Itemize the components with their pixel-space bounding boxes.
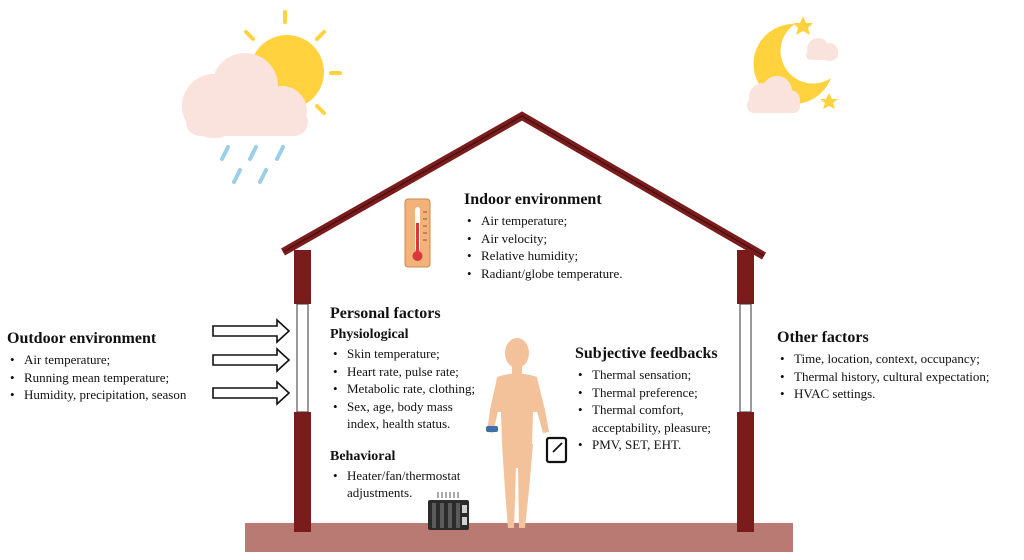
moon-stars-icon xyxy=(747,16,838,113)
subjective-feedbacks-list: Thermal sensation; Thermal preference; T… xyxy=(575,366,718,454)
list-item: Sex, age, body mass index, health status… xyxy=(330,398,475,433)
list-item: Metabolic rate, clothing; xyxy=(330,380,475,398)
outdoor-environment-panel: Outdoor environment Air temperature; Run… xyxy=(7,329,186,404)
arrow-icon xyxy=(212,318,291,344)
list-item: Thermal preference; xyxy=(575,384,718,402)
other-factors-list: Time, location, context, occupancy; Ther… xyxy=(777,350,990,403)
list-item: Relative humidity; xyxy=(464,247,623,265)
sun-cloud-rain-icon xyxy=(182,10,342,184)
personal-factors-title: Personal factors xyxy=(330,305,441,322)
indoor-environment-panel: Indoor environment Air temperature; Air … xyxy=(464,190,623,282)
list-item: HVAC settings. xyxy=(777,385,990,403)
arrow-icon xyxy=(212,347,291,373)
indoor-environment-list: Air temperature; Air velocity; Relative … xyxy=(464,212,623,282)
roof-outline xyxy=(282,115,765,257)
other-factors-title: Other factors xyxy=(777,329,869,346)
physiological-list: Skin temperature; Heart rate, pulse rate… xyxy=(330,345,475,433)
list-item: Air temperature; xyxy=(7,351,186,369)
list-item: PMV, SET, EHT. xyxy=(575,436,718,454)
outdoor-environment-list: Air temperature; Running mean temperatur… xyxy=(7,351,186,404)
tablet-icon xyxy=(545,436,568,464)
arrow-icon xyxy=(212,380,291,406)
behavioral-title: Behavioral xyxy=(330,448,396,464)
list-item: Thermal history, cultural expectation; xyxy=(777,368,990,386)
right-wall xyxy=(737,250,754,532)
behavioral-list: Heater/fan/thermostat adjustments. xyxy=(330,467,475,502)
subjective-feedbacks-title: Subjective feedbacks xyxy=(575,345,718,362)
thermometer-icon xyxy=(404,198,431,268)
heater-icon xyxy=(428,492,469,530)
outdoor-environment-title: Outdoor environment xyxy=(7,330,157,347)
physiological-title: Physiological xyxy=(330,327,409,342)
other-factors-panel: Other factors Time, location, context, o… xyxy=(777,328,990,403)
indoor-environment-title: Indoor environment xyxy=(464,191,602,208)
list-item: Heart rate, pulse rate; xyxy=(330,363,475,381)
list-item: Humidity, precipitation, season xyxy=(7,386,186,404)
personal-factors-panel: Personal factors Physiological Skin temp… xyxy=(330,304,475,502)
list-item: Skin temperature; xyxy=(330,345,475,363)
subjective-feedbacks-panel: Subjective feedbacks Thermal sensation; … xyxy=(575,344,718,454)
list-item: Time, location, context, occupancy; xyxy=(777,350,990,368)
person-icon xyxy=(487,338,549,528)
list-item: Thermal sensation; xyxy=(575,366,718,384)
left-wall xyxy=(294,250,311,532)
wrist-sensor-icon xyxy=(486,426,498,432)
list-item: Running mean temperature; xyxy=(7,369,186,387)
list-item: Radiant/globe temperature. xyxy=(464,265,623,283)
list-item: Heater/fan/thermostat adjustments. xyxy=(330,467,475,502)
list-item: Air velocity; xyxy=(464,230,623,248)
list-item: Thermal comfort, acceptability, pleasure… xyxy=(575,401,718,436)
list-item: Air temperature; xyxy=(464,212,623,230)
